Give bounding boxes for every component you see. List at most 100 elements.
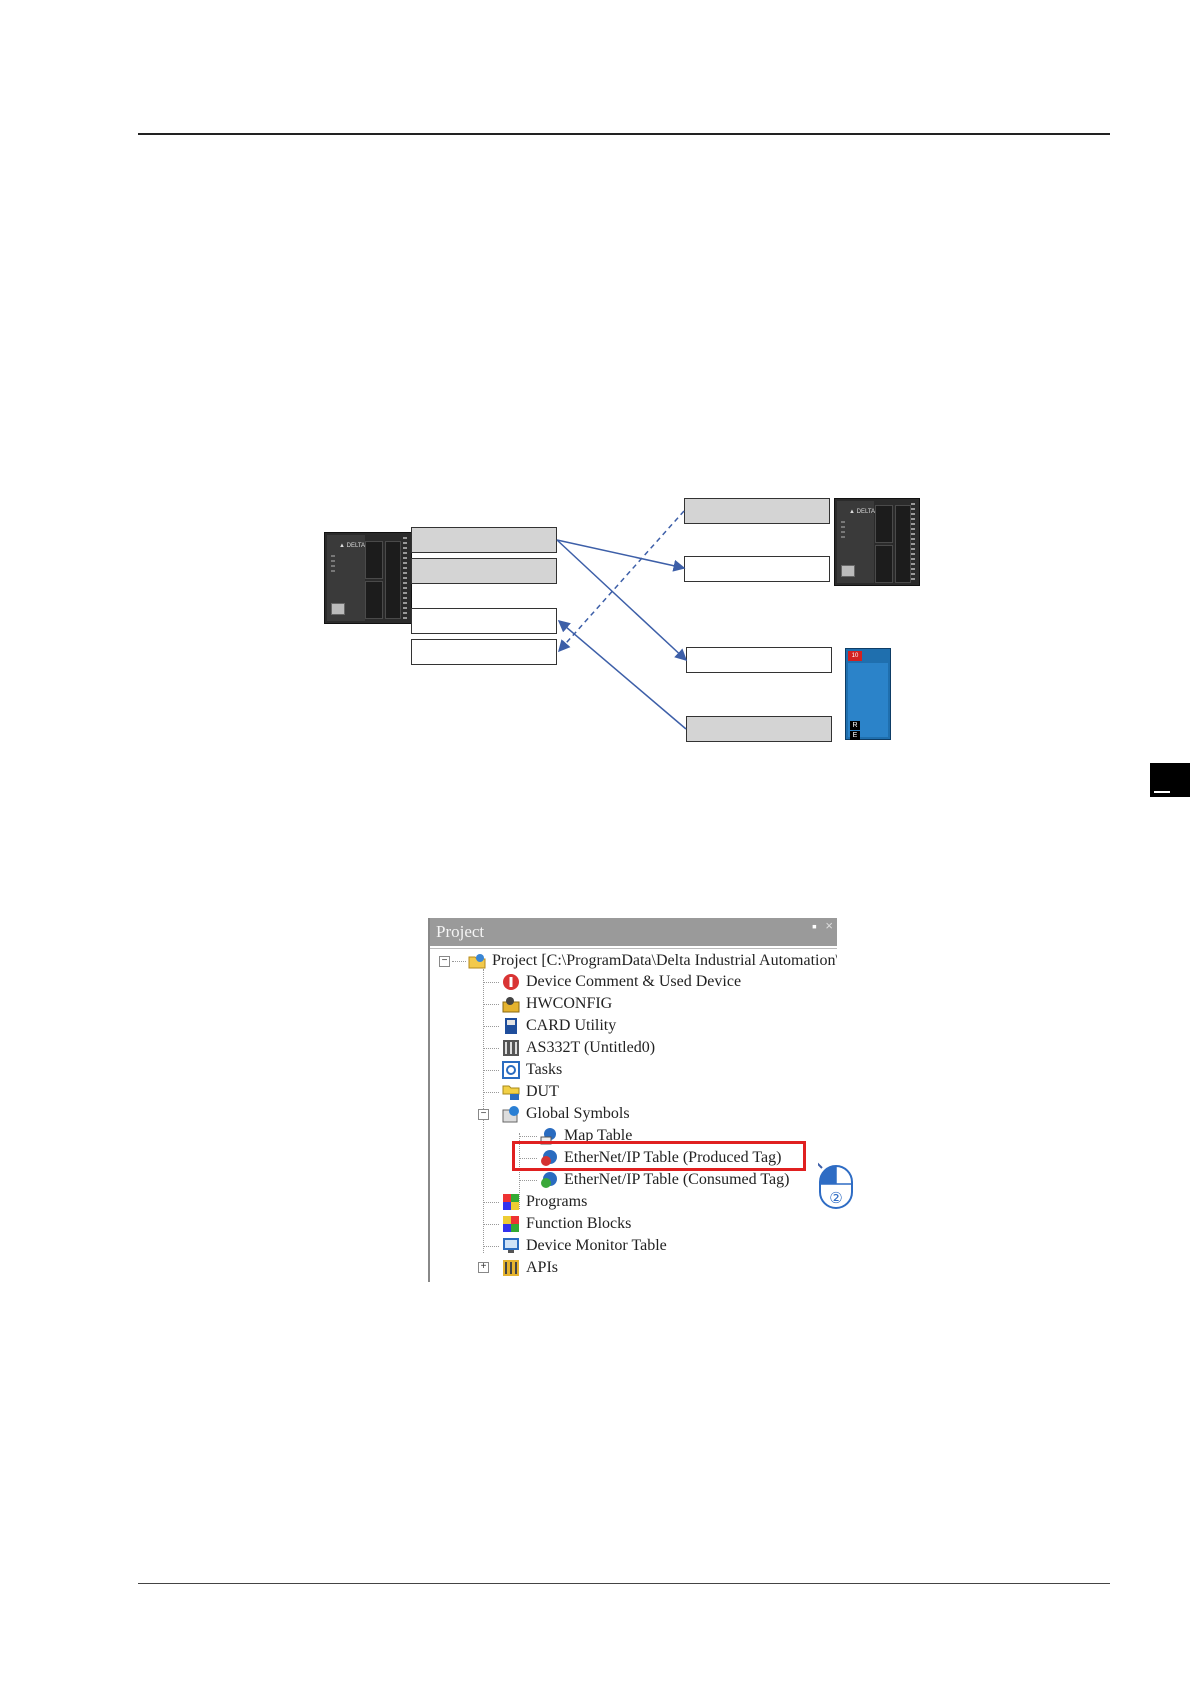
tree-item-label: DUT: [526, 1083, 559, 1100]
tree-item-global-symbols[interactable]: Global Symbols: [502, 1103, 630, 1125]
tree-item-project-root[interactable]: Project [C:\ProgramData\Delta Industrial…: [468, 950, 837, 972]
tree-line: [483, 1048, 499, 1049]
apis-expand-toggle[interactable]: +: [478, 1262, 489, 1273]
tree-line: [483, 1026, 499, 1027]
header-rule: [138, 133, 1110, 135]
plc-ethernet-port-icon: [331, 603, 345, 615]
left-consumed-tag-box-1: [411, 608, 557, 634]
plc-brand-logo: ▲ DELTA: [339, 543, 366, 549]
dut-folder-icon: [502, 1085, 520, 1100]
arrow-right-plc-to-left-consumed: [558, 510, 685, 653]
programs-icon: [503, 1194, 519, 1210]
global-symbols-collapse-toggle[interactable]: −: [478, 1109, 489, 1120]
plc-led-column: [841, 521, 845, 541]
side-tab-mark: [1154, 791, 1170, 793]
project-folder-icon: [468, 954, 486, 969]
tree-item-ethernet-ip-produced[interactable]: EtherNet/IP Table (Produced Tag): [540, 1147, 781, 1169]
right-plc-consumed-tag-box: [684, 556, 830, 582]
ethernet-ip-consumed-icon: [541, 1172, 557, 1188]
arrow-io-module-to-left-consumed: [557, 620, 687, 730]
tree-item-label: Map Table: [564, 1127, 633, 1144]
io-module-produced-tag-box: [686, 716, 832, 742]
tree-item-card-utility[interactable]: CARD Utility: [502, 1015, 616, 1037]
device-comment-icon: [503, 974, 519, 990]
plc-terminal-pins: [403, 537, 407, 619]
right-plc-image: ▲ DELTA: [834, 498, 920, 586]
tree-item-label: Device Comment & Used Device: [526, 973, 742, 990]
io-module-consumed-tag-box: [686, 647, 832, 673]
tree-line: [452, 961, 466, 962]
tree-item-label: EtherNet/IP Table (Consumed Tag): [564, 1171, 790, 1188]
arrow-produced-to-right-plc: [556, 539, 686, 572]
tree-item-label: Project [C:\ProgramData\Delta Industrial…: [492, 952, 837, 969]
plc-slot: [895, 505, 911, 583]
tree-line: [483, 1246, 499, 1247]
tree-line: [483, 1070, 499, 1071]
project-tree-panel: Project ▪ × − Project [C:\ProgramData\De…: [428, 918, 837, 1282]
pin-icon[interactable]: ▪: [812, 918, 817, 934]
remote-io-module-image: 10 R E: [845, 648, 891, 740]
tree-line: [483, 1004, 499, 1005]
close-icon[interactable]: ×: [825, 918, 833, 933]
step-marker: ②: [829, 1189, 842, 1207]
tree-item-label: CARD Utility: [526, 1017, 617, 1034]
left-produced-tag-box-2: [411, 558, 557, 584]
tree-item-ethernet-ip-consumed[interactable]: EtherNet/IP Table (Consumed Tag): [540, 1169, 789, 1191]
tree-item-label: EtherNet/IP Table (Produced Tag): [564, 1149, 782, 1166]
apis-icon: [503, 1260, 519, 1276]
project-panel-title: Project: [436, 922, 485, 941]
left-plc-image: ▲ DELTA: [324, 532, 412, 624]
card-utility-icon: [505, 1018, 517, 1034]
tree-item-label: Device Monitor Table: [526, 1237, 667, 1254]
produced-tag-highlight-box: [512, 1141, 806, 1171]
plc-ethernet-port-icon: [841, 565, 855, 577]
tree-line: [519, 1180, 537, 1181]
plc-brand-logo: ▲ DELTA: [849, 509, 876, 515]
map-table-icon: [540, 1128, 556, 1145]
tree-line: [483, 1092, 499, 1093]
tree-item-label: Programs: [526, 1193, 588, 1210]
tree-item-hwconfig[interactable]: HWCONFIG: [502, 993, 612, 1015]
plc-slot: [365, 541, 383, 579]
tree-item-label: AS332T (Untitled0): [526, 1039, 656, 1056]
plc-led-column: [331, 555, 335, 575]
tree-item-tasks[interactable]: Tasks: [502, 1059, 562, 1081]
tree-item-apis[interactable]: APIs: [502, 1257, 558, 1279]
plc-slot: [875, 505, 893, 543]
function-blocks-icon: [503, 1216, 519, 1232]
plc-slot: [385, 541, 401, 619]
plc-terminal-pins: [911, 503, 915, 581]
project-tree: − Project [C:\ProgramData\Delta Industri…: [430, 948, 837, 1282]
tree-item-programs[interactable]: Programs: [502, 1191, 587, 1213]
io-module-badge: 10: [848, 651, 862, 661]
tree-line: [519, 1136, 537, 1137]
tree-item-label: Function Blocks: [526, 1215, 632, 1232]
tree-item-label: APIs: [526, 1259, 559, 1276]
tree-item-map-table[interactable]: Map Table: [540, 1125, 632, 1147]
tree-item-label: Tasks: [526, 1061, 563, 1078]
global-symbols-icon: [502, 1106, 519, 1123]
tree-line: [519, 1158, 537, 1159]
tree-item-dut[interactable]: DUT: [502, 1081, 559, 1103]
project-panel-header: Project ▪ ×: [430, 918, 837, 946]
tree-line: [483, 982, 499, 983]
tree-item-function-blocks[interactable]: Function Blocks: [502, 1213, 631, 1235]
right-plc-produced-tag-box: [684, 498, 830, 524]
footer-rule: [138, 1583, 1110, 1584]
left-consumed-tag-box-2: [411, 639, 557, 665]
plc-slot: [875, 545, 893, 583]
root-collapse-toggle[interactable]: −: [439, 956, 450, 967]
hwconfig-icon: [502, 997, 520, 1013]
io-module-label-e: E: [850, 731, 860, 740]
tree-item-label: HWCONFIG: [526, 995, 613, 1012]
tree-item-as332t[interactable]: AS332T (Untitled0): [502, 1037, 655, 1059]
plc-slot: [365, 581, 383, 619]
tree-item-device-monitor-table[interactable]: Device Monitor Table: [502, 1235, 667, 1257]
tree-item-device-comment[interactable]: Device Comment & Used Device: [502, 971, 741, 993]
io-module-label-r: R: [850, 721, 860, 730]
tasks-icon: [502, 1061, 520, 1079]
arrow-produced-to-io-module: [556, 539, 688, 662]
tree-line: [519, 1133, 520, 1209]
left-produced-tag-box-1: [411, 527, 557, 553]
